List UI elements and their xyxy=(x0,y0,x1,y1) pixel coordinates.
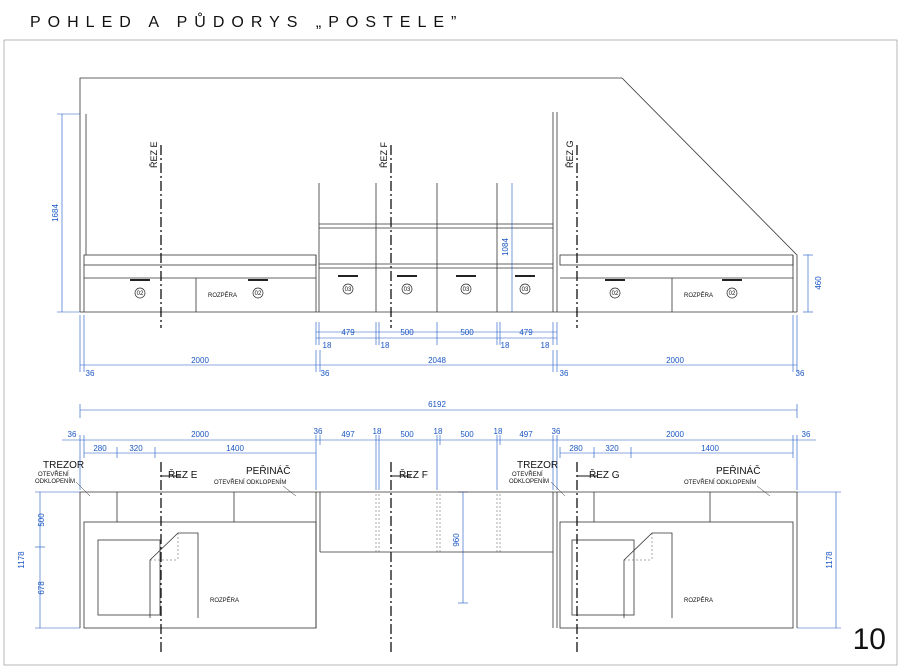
otevreni-odklopenim-label: OTEVŘENÍ ODKLOPENÍM xyxy=(214,478,286,486)
plan-labels: TREZOR OTEVŘENÍ ODKLOPENÍM TREZOR OTEVŘE… xyxy=(35,460,760,604)
rozpera-label: ROZPĚRA xyxy=(210,596,239,604)
dim-2000: 2000 xyxy=(191,356,209,365)
dim-1084: 1084 xyxy=(501,238,510,256)
plan-dim-texts: 6192 36 2000 36 497 18 500 18 500 18 497… xyxy=(17,400,834,595)
rozpera-label: ROZPĚRA xyxy=(208,291,237,299)
rozpera-label: ROZPĚRA xyxy=(684,596,713,604)
dim-36: 36 xyxy=(796,369,805,378)
dim-1400: 1400 xyxy=(226,444,244,453)
dim-497: 497 xyxy=(519,430,533,439)
dim-497: 497 xyxy=(341,430,355,439)
section-label-f: ŘEZ F xyxy=(399,468,428,481)
odklopenim-label: ODKLOPENÍM xyxy=(35,478,75,485)
drawing-title: POHLED A PŮDORYS „POSTELE” xyxy=(30,14,464,31)
dim-960: 960 xyxy=(452,533,461,547)
plan-dimensions xyxy=(35,404,841,629)
dim-18: 18 xyxy=(381,341,390,350)
tag-02: 02 xyxy=(255,291,262,297)
elevation-tags: 02 02 03 03 03 03 02 02 ROZPĚRA ROZPĚRA xyxy=(134,283,738,299)
section-label-g: ŘEZ G xyxy=(589,468,620,481)
elevation-dimensions xyxy=(57,113,813,372)
tag-02: 02 xyxy=(729,291,736,297)
dim-18: 18 xyxy=(434,427,443,436)
dim-500: 500 xyxy=(460,328,474,337)
dim-280: 280 xyxy=(93,444,107,453)
dim-1684: 1684 xyxy=(51,204,60,222)
section-label-f: ŘEZ F xyxy=(379,141,389,168)
dim-1178: 1178 xyxy=(825,551,834,569)
dim-479: 479 xyxy=(519,328,533,337)
dim-479: 479 xyxy=(341,328,355,337)
dim-2000: 2000 xyxy=(666,356,684,365)
dim-500: 500 xyxy=(37,513,46,527)
section-label-e: ŘEZ E xyxy=(168,468,198,481)
dim-18: 18 xyxy=(373,427,382,436)
tag-02: 02 xyxy=(612,291,619,297)
section-label-e: ŘEZ E xyxy=(149,141,159,168)
dim-2000: 2000 xyxy=(666,430,684,439)
otevreni-label: OTEVŘENÍ xyxy=(38,470,69,478)
dim-18: 18 xyxy=(541,341,550,350)
dim-320: 320 xyxy=(129,444,143,453)
dim-6192: 6192 xyxy=(428,400,446,409)
tag-03: 03 xyxy=(345,287,352,293)
rozpera-label: ROZPĚRA xyxy=(684,291,713,299)
dim-36: 36 xyxy=(314,427,323,436)
otevreni-odklopenim-label: OTEVŘENÍ ODKLOPENÍM xyxy=(684,478,756,486)
tag-03: 03 xyxy=(463,287,470,293)
dim-18: 18 xyxy=(501,341,510,350)
dim-18: 18 xyxy=(323,341,332,350)
dim-280: 280 xyxy=(569,444,583,453)
trezor-label: TREZOR xyxy=(517,460,558,471)
dim-1400: 1400 xyxy=(701,444,719,453)
otevreni-label: OTEVŘENÍ xyxy=(512,470,543,478)
tag-03: 03 xyxy=(404,287,411,293)
elevation-dim-texts: 1684 1084 460 479 500 500 479 18 18 18 1… xyxy=(51,204,823,378)
dim-36: 36 xyxy=(552,427,561,436)
perinac-label: PEŘINÁČ xyxy=(716,464,760,477)
trezor-label: TREZOR xyxy=(43,460,84,471)
dim-2048: 2048 xyxy=(428,356,446,365)
dim-678: 678 xyxy=(37,581,46,595)
dim-2000: 2000 xyxy=(191,430,209,439)
dim-36: 36 xyxy=(68,430,77,439)
dim-500: 500 xyxy=(400,430,414,439)
tag-02: 02 xyxy=(137,291,144,297)
section-label-g: ŘEZ G xyxy=(565,140,575,168)
plan-view xyxy=(75,462,798,655)
dim-320: 320 xyxy=(605,444,619,453)
dim-36: 36 xyxy=(86,369,95,378)
dim-500: 500 xyxy=(460,430,474,439)
dim-36: 36 xyxy=(802,430,811,439)
sheet-number: 10 xyxy=(852,623,886,656)
odklopenim-label: ODKLOPENÍM xyxy=(509,478,549,485)
dim-18: 18 xyxy=(494,427,503,436)
tag-03: 03 xyxy=(522,287,529,293)
sheet-border xyxy=(3,39,898,666)
elevation-view xyxy=(79,77,798,328)
dim-460: 460 xyxy=(814,276,823,290)
dim-36: 36 xyxy=(560,369,569,378)
perinac-label: PEŘINÁČ xyxy=(246,464,290,477)
dim-500: 500 xyxy=(400,328,414,337)
dim-1178: 1178 xyxy=(17,551,26,569)
dim-36: 36 xyxy=(321,369,330,378)
